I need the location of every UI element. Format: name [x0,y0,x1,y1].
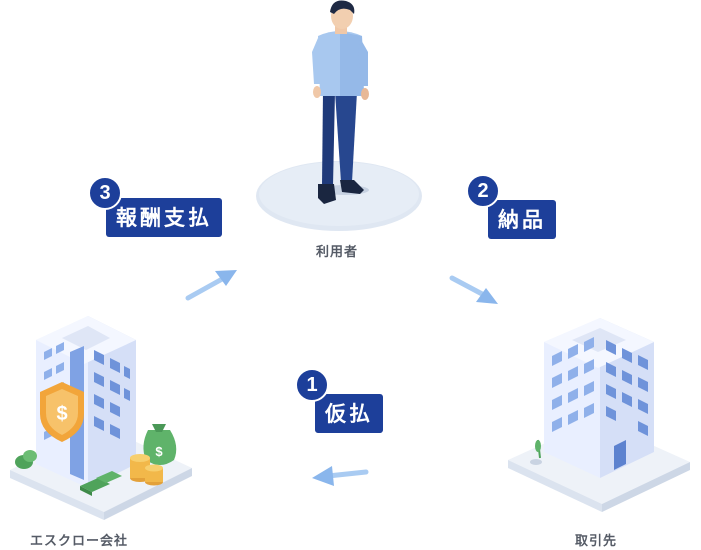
step-number: 1 [295,368,329,402]
arrow-partner-to-escrow [312,466,369,486]
escrow-caption: エスクロー会社 [30,534,129,549]
step-number: 3 [88,176,122,210]
partner-caption: 取引先 [575,534,618,549]
svg-text:$: $ [56,403,67,425]
plant-icon [15,450,37,469]
money-bag-icon [143,430,177,465]
step-label: 納品 [488,200,556,239]
svg-text:$: $ [155,444,163,459]
user-caption: 利用者 [316,245,359,260]
cash-icon [80,471,122,496]
plant-icon [530,439,542,465]
arrow-escrow-to-user [185,270,237,301]
step-label: 報酬支払 [106,198,222,237]
arrow-user-to-partner [449,275,498,304]
step-number: 2 [466,174,500,208]
step-label: 仮払 [315,394,383,433]
coins-icon [130,454,163,486]
